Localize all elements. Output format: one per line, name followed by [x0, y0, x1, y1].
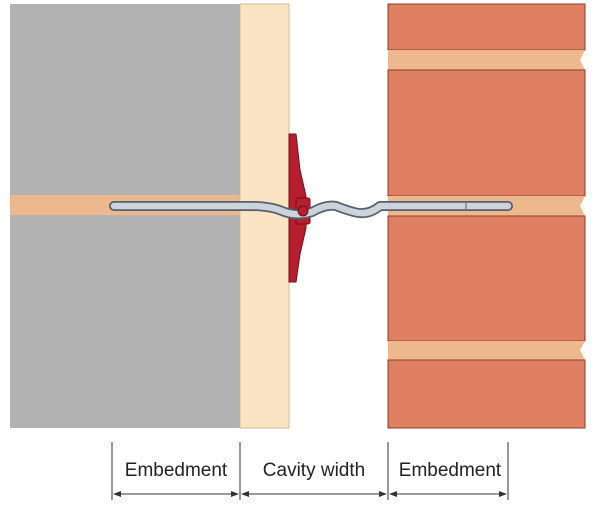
embedment-left-label: Embedment: [125, 460, 228, 481]
brick-4: [387, 359, 586, 429]
dimension-lines: [111, 442, 509, 500]
wall-tie: [109, 200, 513, 220]
brick-3: [387, 215, 586, 342]
brick-wall: [387, 3, 586, 429]
concrete-block-lower: [10, 215, 240, 428]
brick-1: [387, 3, 586, 51]
blockwork-wall: [10, 4, 240, 428]
clip-washer-icon: [297, 205, 309, 217]
brick-2: [387, 69, 586, 197]
concrete-block-upper: [10, 4, 240, 195]
embedment-right-label: Embedment: [399, 460, 502, 481]
mortar-joint-3: [388, 341, 585, 360]
mortar-joint-1: [388, 50, 585, 70]
cavity-width-label: Cavity width: [263, 460, 365, 481]
